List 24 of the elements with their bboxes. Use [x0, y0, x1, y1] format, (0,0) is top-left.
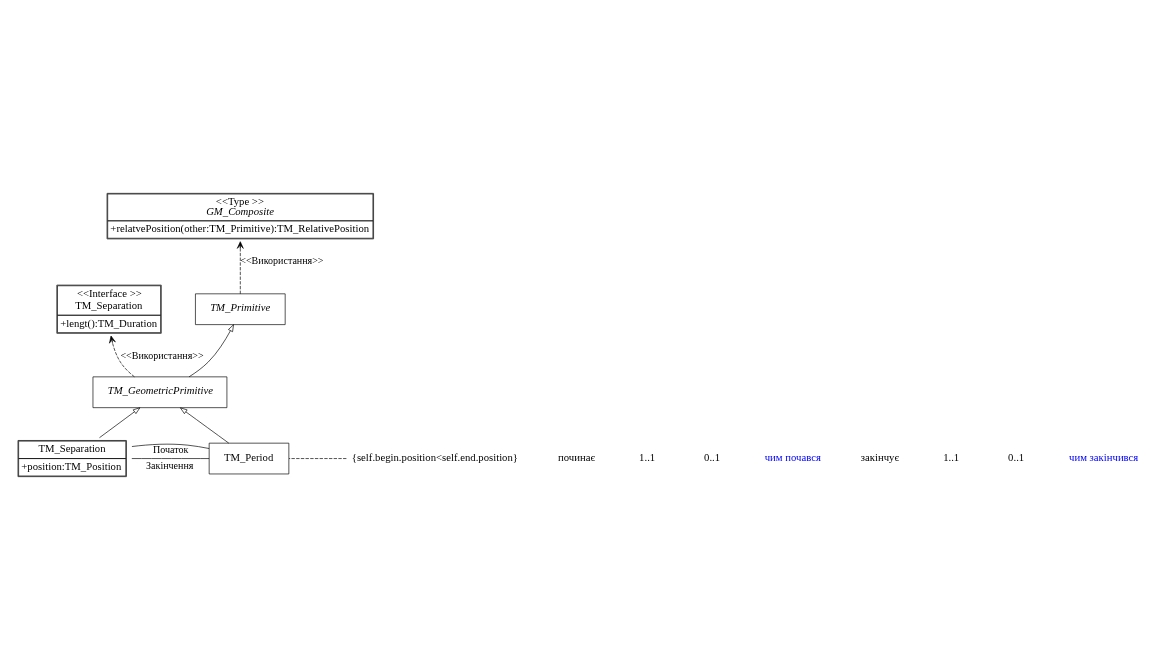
label: 1..1 [943, 451, 960, 464]
edge-label: <<Використання>> [240, 255, 324, 267]
arrow [236, 241, 244, 295]
arrow [188, 324, 234, 378]
node-box: TM_Period [208, 442, 290, 475]
label: починає [558, 451, 596, 464]
label: 0..1 [1008, 451, 1025, 464]
node-box: TM_GeometricPrimitive [92, 376, 228, 408]
edge-label: <<Використання>> [120, 349, 204, 361]
arrow [99, 407, 141, 439]
label: закінчує [860, 451, 899, 464]
connector [131, 458, 210, 459]
label: чим закінчився [1069, 451, 1139, 464]
arrow [109, 335, 135, 378]
connector [288, 458, 347, 459]
label: чим почався [764, 451, 821, 464]
node-text: {self.begin.position<self.end.position} [351, 451, 518, 464]
arrow [180, 407, 230, 444]
edge-label: Закінчення [146, 459, 194, 471]
edge-label: Початок [153, 444, 189, 456]
connector [131, 443, 210, 449]
label: 0..1 [704, 451, 721, 464]
label: 1..1 [639, 451, 656, 464]
node-box: TM_Primitive [195, 293, 286, 325]
